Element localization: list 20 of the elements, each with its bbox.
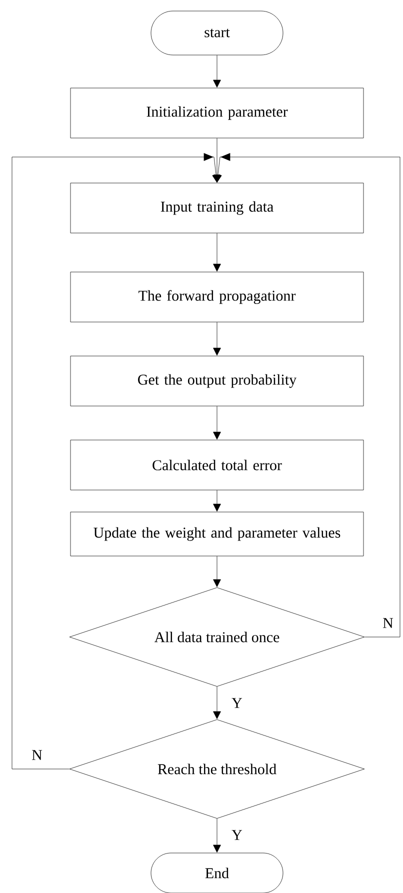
edge-label: Y	[230, 697, 244, 709]
arrow	[213, 556, 221, 588]
loop-arrow	[214, 153, 400, 638]
process-box: Initialization parameter	[70, 88, 364, 138]
process-box: The forward propagationr	[70, 272, 364, 322]
arrow	[213, 55, 221, 88]
loop-arrow	[12, 153, 220, 770]
arrow	[213, 490, 221, 512]
process-box: Input training data	[70, 182, 364, 234]
process-box: Update the weight and parameter values	[70, 512, 364, 556]
process-box: Get the output probability	[70, 356, 364, 406]
arrow	[213, 818, 221, 853]
arrow	[213, 322, 221, 356]
edge-label: N	[30, 749, 44, 761]
process-box: Calculated total error	[70, 440, 364, 490]
edge-label: Y	[230, 829, 244, 841]
arrow	[213, 406, 221, 440]
arrow	[213, 233, 221, 272]
arrow	[213, 686, 221, 720]
edge-label: N	[382, 617, 394, 629]
